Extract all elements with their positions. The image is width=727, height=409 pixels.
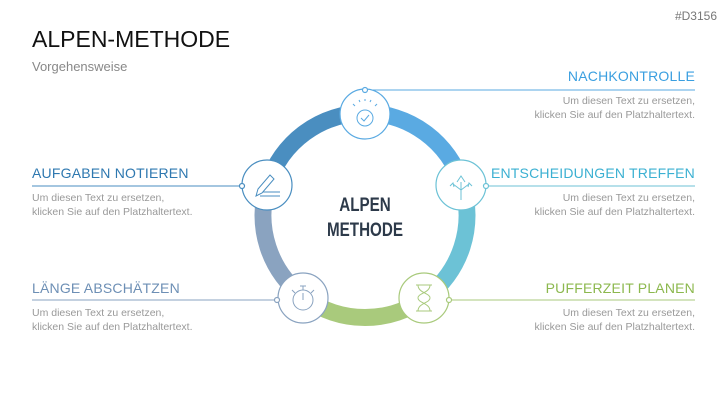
connector-dot (445, 296, 453, 304)
step-text: klicken Sie auf den Platzhaltertext. (32, 321, 193, 333)
center-label-line2: METHODE (327, 220, 403, 241)
step-text: klicken Sie auf den Platzhaltertext. (32, 206, 193, 218)
stopwatch-icon (291, 285, 315, 311)
step-title: NACHKONTROLLE (567, 68, 695, 84)
step-laenge: LÄNGE ABSCHÄTZEN Um diesen Text zu erset… (32, 280, 193, 334)
connector-dot (482, 182, 490, 190)
center-label-line1: ALPEN (339, 195, 391, 216)
connector-dot (273, 296, 281, 304)
node-top (339, 88, 391, 140)
step-pufferzeit: PUFFERZEIT PLANEN Um diesen Text zu erse… (534, 280, 695, 334)
step-nachkontrolle: NACHKONTROLLE Um diesen Text zu ersetzen… (534, 68, 695, 122)
checkmark-badge-icon (352, 99, 378, 127)
node-bottom-right (398, 272, 450, 324)
slide-code: #D3156 (674, 9, 717, 23)
hourglass-icon (416, 284, 432, 312)
step-title: LÄNGE ABSCHÄTZEN (32, 280, 180, 296)
node-left (241, 159, 293, 211)
step-title: AUFGABEN NOTIEREN (32, 165, 189, 181)
center-label: ALPEN METHODE (325, 193, 405, 243)
step-entscheidungen: ENTSCHEIDUNGEN TREFFEN Um diesen Text zu… (491, 165, 695, 219)
connector-dot (361, 86, 369, 94)
page-title: ALPEN-METHODE (32, 26, 231, 52)
step-text: Um diesen Text zu ersetzen, (562, 307, 695, 319)
page-subtitle: Vorgehensweise (32, 59, 128, 74)
step-title: PUFFERZEIT PLANEN (545, 280, 695, 296)
step-text: klicken Sie auf den Platzhaltertext. (534, 109, 695, 121)
step-aufgaben: AUFGABEN NOTIEREN Um diesen Text zu erse… (32, 165, 193, 219)
step-text: klicken Sie auf den Platzhaltertext. (534, 206, 695, 218)
step-text: Um diesen Text zu ersetzen, (562, 95, 695, 107)
step-title: ENTSCHEIDUNGEN TREFFEN (490, 165, 695, 181)
step-text: Um diesen Text zu ersetzen, (32, 307, 165, 319)
step-text: klicken Sie auf den Platzhaltertext. (534, 321, 695, 333)
pencil-icon (255, 174, 280, 197)
split-arrows-icon (449, 175, 473, 200)
step-text: Um diesen Text zu ersetzen, (562, 192, 695, 204)
connector-dot (238, 182, 246, 190)
step-text: Um diesen Text zu ersetzen, (32, 192, 165, 204)
